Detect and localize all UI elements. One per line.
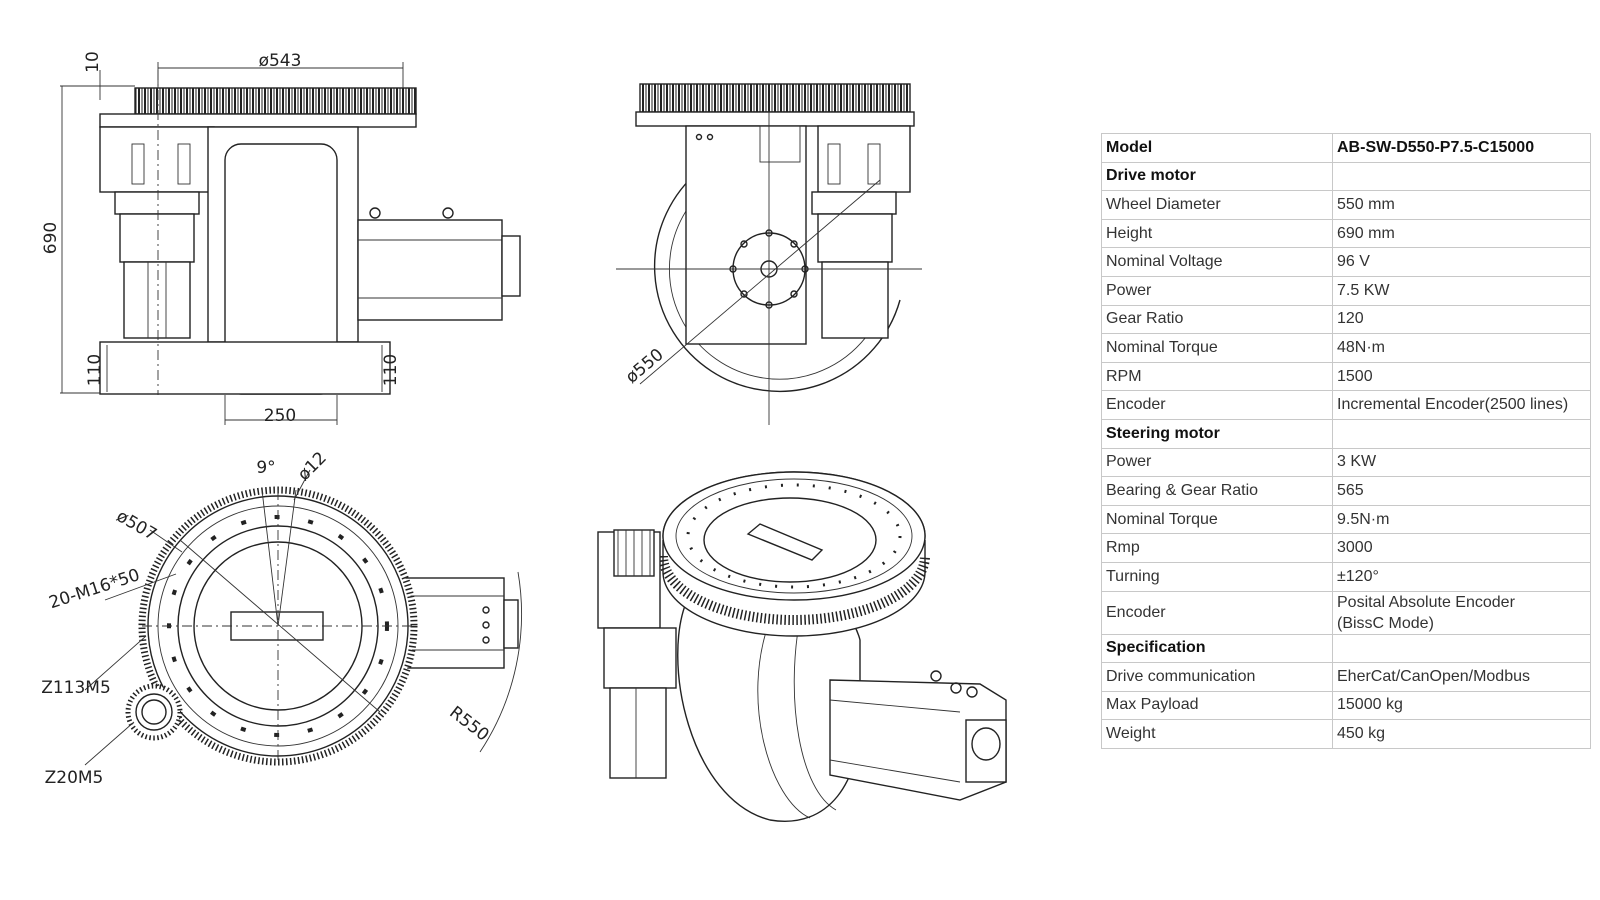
front-height-label: 690 <box>41 222 61 254</box>
spec-value: Incremental Encoder(2500 lines) <box>1332 390 1591 420</box>
spec-label: Max Payload <box>1101 690 1333 721</box>
table-section-row: Drive motor <box>1101 161 1591 192</box>
spec-value: 120 <box>1332 304 1591 335</box>
table-row: Turning±120° <box>1101 561 1591 592</box>
spec-label: Model <box>1101 133 1333 163</box>
spec-value: 15000 kg <box>1332 690 1591 721</box>
spec-label: Power <box>1101 447 1333 478</box>
spec-value <box>1332 161 1591 192</box>
front-bottom-left-label: 110 <box>85 354 105 386</box>
spec-value: 550 mm <box>1332 190 1591 220</box>
spec-label: Nominal Torque <box>1101 333 1333 363</box>
spec-label: Encoder <box>1101 590 1333 635</box>
spec-value: 1500 <box>1332 361 1591 392</box>
spec-value: 3000 <box>1332 533 1591 563</box>
front-wheel-width-label: 250 <box>264 406 296 426</box>
top-radius-label: R550 <box>445 703 492 746</box>
spec-label: Drive motor <box>1101 161 1333 192</box>
top-ring-dia-label: ø507 <box>113 506 160 545</box>
spec-value: 690 mm <box>1332 218 1591 249</box>
spec-label: Steering motor <box>1101 418 1333 449</box>
spec-label: Gear Ratio <box>1101 304 1333 335</box>
spec-value-line: Posital Absolute Encoder <box>1337 593 1515 611</box>
front-top-label: 10 <box>83 51 103 73</box>
spec-label: Specification <box>1101 633 1333 664</box>
spec-label: Encoder <box>1101 390 1333 420</box>
top-gear-big-label: Z113M5 <box>41 678 111 698</box>
top-hole-dia-label: ø12 <box>294 448 331 485</box>
spec-value-line: (BissC Mode) <box>1337 614 1434 632</box>
table-section-row: Specification <box>1101 633 1591 664</box>
spec-value: Posital Absolute Encoder (BissC Mode) <box>1332 590 1591 635</box>
spec-label: Nominal Voltage <box>1101 247 1333 277</box>
top-gear-small-label: Z20M5 <box>45 768 104 788</box>
spec-value <box>1332 633 1591 664</box>
front-width-label: ø543 <box>259 51 302 71</box>
top-angle-label: 9° <box>256 458 275 478</box>
spec-label: Rmp <box>1101 533 1333 563</box>
spec-label: Nominal Torque <box>1101 504 1333 535</box>
spec-value: 7.5 KW <box>1332 275 1591 306</box>
spec-label: Bearing & Gear Ratio <box>1101 476 1333 506</box>
spec-value: EherCat/CanOpen/Modbus <box>1332 662 1591 692</box>
isometric-view <box>597 471 1007 822</box>
side-view: ø550 <box>616 83 922 425</box>
top-view: 9° ø12 ø507 20-M16*50 Z113M5 Z20M5 R550 <box>41 448 522 788</box>
spec-value: 565 <box>1332 476 1591 506</box>
spec-label: Drive communication <box>1101 662 1333 692</box>
spec-label: Turning <box>1101 561 1333 592</box>
spec-label: Wheel Diameter <box>1101 190 1333 220</box>
front-bottom-right-label: 110 <box>381 354 401 386</box>
spec-value: 48N·m <box>1332 333 1591 363</box>
spec-label: Height <box>1101 218 1333 249</box>
spec-value: AB-SW-D550-P7.5-C15000 <box>1332 133 1591 163</box>
spec-label: RPM <box>1101 361 1333 392</box>
spec-label: Power <box>1101 275 1333 306</box>
front-view: ø543 10 690 110 110 250 <box>41 51 521 426</box>
spec-value: 96 V <box>1332 247 1591 277</box>
spec-value: 3 KW <box>1332 447 1591 478</box>
spec-value: 450 kg <box>1332 719 1591 749</box>
spec-label: Weight <box>1101 719 1333 749</box>
top-bolts-label: 20-M16*50 <box>47 565 143 613</box>
spec-value: 9.5N·m <box>1332 504 1591 535</box>
technical-drawings: ø543 10 690 110 110 250 ø550 <box>41 51 1007 822</box>
spec-value <box>1332 418 1591 449</box>
table-section-row: Steering motor <box>1101 418 1591 449</box>
spec-value: ±120° <box>1332 561 1591 592</box>
